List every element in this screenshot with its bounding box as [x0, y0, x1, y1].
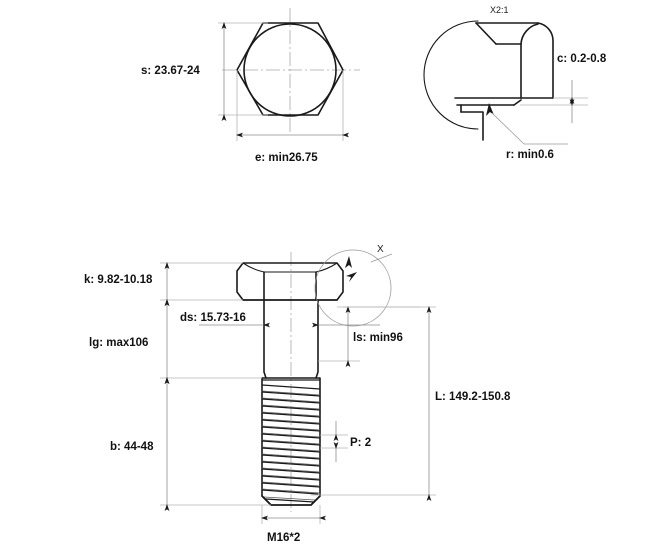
bolt-side-view: X k: 9.82-10.18 ds: 15.73-16 lg: max106 …	[84, 244, 511, 544]
thread-helix-lines	[261, 384, 321, 503]
hex-inscribed-circle	[243, 23, 337, 117]
bolt-head-outline	[236, 262, 344, 301]
dim-label-ls: ls: min96	[353, 332, 403, 344]
detail-callout-label: X	[377, 244, 384, 255]
fillet-leader-line	[491, 112, 525, 145]
detail-boundary-arc	[423, 20, 479, 130]
detail-callout-circle	[314, 249, 392, 327]
hexagon-head-view: s: 23.67-24 e: min26.75	[141, 8, 360, 164]
detail-view-x: X2:1 r: min0.6 c: 0.2-0.8	[423, 5, 607, 161]
dim-label-thread: M16*2	[267, 532, 300, 544]
dim-label-b: b: 44-48	[110, 441, 154, 453]
detail-scale-label: X2:1	[490, 5, 509, 15]
dim-label-c: c: 0.2-0.8	[557, 53, 607, 65]
dim-label-lg: lg: max106	[89, 337, 148, 349]
dim-label-e: e: min26.75	[255, 152, 318, 164]
dim-label-L: L: 149.2-150.8	[435, 391, 511, 403]
detail-washer-face-taper	[513, 99, 522, 106]
detail-head-right-chamfer	[537, 22, 554, 99]
dim-label-r: r: min0.6	[506, 149, 554, 161]
callout-arrow-lower	[346, 272, 357, 282]
detail-chamfer-facet-arc	[520, 23, 539, 45]
fillet-callout-arrowhead	[486, 103, 494, 116]
detail-chamfer-facet-left	[475, 22, 497, 45]
dim-label-s: s: 23.67-24	[141, 65, 200, 77]
thread-end-chamfer	[261, 495, 321, 506]
dim-label-ds: ds: 15.73-16	[180, 312, 246, 324]
bolt-head-chamfer-arc	[242, 262, 338, 273]
callout-arrow-upper	[345, 256, 352, 268]
dim-label-p: P: 2	[350, 437, 371, 449]
detail-shank-fillet	[460, 111, 484, 141]
dim-label-k: k: 9.82-10.18	[84, 274, 153, 286]
detail-callout-leader	[370, 253, 393, 263]
